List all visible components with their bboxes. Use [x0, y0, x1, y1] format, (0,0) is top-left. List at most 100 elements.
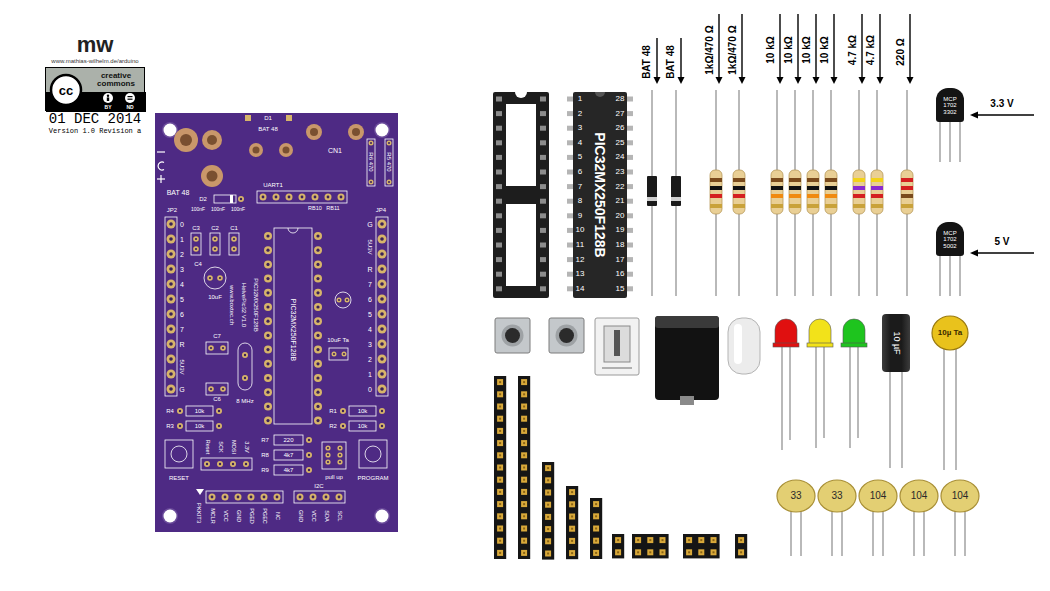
header-pin — [698, 537, 704, 543]
solder-pad — [378, 250, 387, 259]
resistor-band — [771, 204, 783, 208]
pad-hole — [233, 248, 235, 250]
resistor-band — [853, 204, 865, 208]
header-pin-tip — [523, 503, 525, 505]
part-label: 220 Ω — [896, 38, 906, 65]
pad-hole — [380, 312, 384, 316]
capacitor-code: 33 — [831, 491, 842, 501]
header-pin-tip — [571, 552, 573, 554]
capacitor-lead — [901, 372, 903, 468]
crystal-body — [728, 318, 760, 374]
ic-pin — [626, 243, 633, 248]
resistor-band — [771, 178, 783, 182]
silkscreen-outline — [294, 491, 345, 503]
solder-pad — [177, 423, 183, 429]
socket-contact — [540, 257, 546, 262]
socket-contact — [540, 111, 546, 116]
solder-pad — [212, 246, 218, 252]
solder-pad — [378, 280, 387, 289]
header-pin-tip — [700, 539, 702, 541]
solder-pad — [378, 370, 387, 379]
silkscreen-outline — [206, 342, 228, 354]
copper-pad — [201, 165, 223, 187]
resistor-band — [853, 194, 865, 198]
pad-hole — [316, 277, 319, 280]
silkscreen-label: 10k — [195, 423, 205, 429]
pin-header — [542, 462, 554, 560]
by-icon-head — [107, 95, 109, 97]
header-pin — [593, 538, 599, 544]
silkscreen-outline — [165, 440, 193, 468]
regulator-lead — [949, 122, 951, 162]
solder-pad — [264, 303, 272, 311]
header-pin — [497, 538, 503, 544]
solder-pad — [220, 386, 226, 392]
silkscreen-label: MCLR — [209, 508, 215, 524]
header-pin — [521, 538, 527, 544]
header-pin-tip — [713, 539, 715, 541]
silkscreen-label: 5 — [368, 311, 372, 318]
silkscreen-label: 5U3V — [179, 359, 185, 374]
mount-ring — [374, 508, 390, 524]
solder-pad — [314, 317, 322, 325]
license-text: ND — [126, 105, 133, 110]
ic-pin — [626, 170, 633, 175]
pad-hole — [169, 342, 173, 346]
silkscreen-label: C2 — [211, 225, 219, 231]
socket-contact — [496, 213, 502, 218]
solder-pad — [314, 417, 322, 425]
silkscreen-label: C1 — [230, 225, 238, 231]
silkscreen-outline — [376, 217, 388, 396]
pad-hole — [316, 405, 319, 408]
header-pin — [497, 452, 503, 458]
solder-pad — [369, 180, 374, 185]
pad-hole — [380, 267, 384, 271]
header-pin-tip — [499, 454, 501, 456]
pin-number: 11 — [576, 241, 584, 249]
pad-hole — [339, 461, 341, 463]
pin-number: 10 — [576, 226, 585, 234]
resistor-body — [825, 170, 837, 214]
pointer-arrow — [977, 252, 1034, 253]
solder-pad — [306, 452, 312, 458]
silkscreen-label: 5 — [180, 296, 184, 303]
header-pin — [615, 549, 621, 555]
silkscreen-label: MOSI — [230, 440, 236, 454]
resistor-band — [733, 178, 745, 182]
pad-hole — [266, 376, 269, 379]
tantalum-capacitor: 10µ Ta — [931, 315, 969, 351]
silkscreen-label: www.boxtec.ch — [229, 285, 235, 325]
header-pin — [521, 404, 527, 410]
pad-hole — [266, 419, 269, 422]
pad-hole — [222, 388, 224, 390]
header-pin — [521, 379, 527, 385]
socket-contact — [496, 272, 502, 277]
silkscreen-label: SCK — [217, 441, 223, 452]
header-pin — [521, 452, 527, 458]
ic-pin — [626, 213, 633, 218]
led-rim — [773, 343, 799, 347]
dc-jack-pin — [680, 396, 694, 405]
header-pin — [497, 440, 503, 446]
resistor-band — [871, 204, 883, 208]
socket-contact — [496, 126, 502, 131]
pad-hole — [343, 353, 345, 355]
pin-number: 2 — [578, 110, 582, 118]
header-pin — [497, 513, 503, 519]
pin-number: 16 — [616, 270, 625, 278]
ceramic-body — [777, 480, 815, 512]
button-ring — [556, 325, 578, 347]
socket-contact — [540, 126, 546, 131]
dc-jack — [655, 316, 719, 400]
pad-hole — [169, 222, 173, 226]
header-pin — [686, 549, 692, 555]
pin-number: 20 — [616, 212, 625, 220]
silkscreen-label: PROGRAM — [357, 475, 388, 481]
pin-number: 4 — [578, 139, 582, 147]
silkscreen-label: R9 — [261, 467, 269, 473]
arrow-head — [831, 77, 838, 84]
led-lead — [789, 345, 791, 440]
arrow-head — [970, 250, 978, 257]
pad-hole — [380, 372, 384, 376]
pad-hole — [169, 387, 173, 391]
